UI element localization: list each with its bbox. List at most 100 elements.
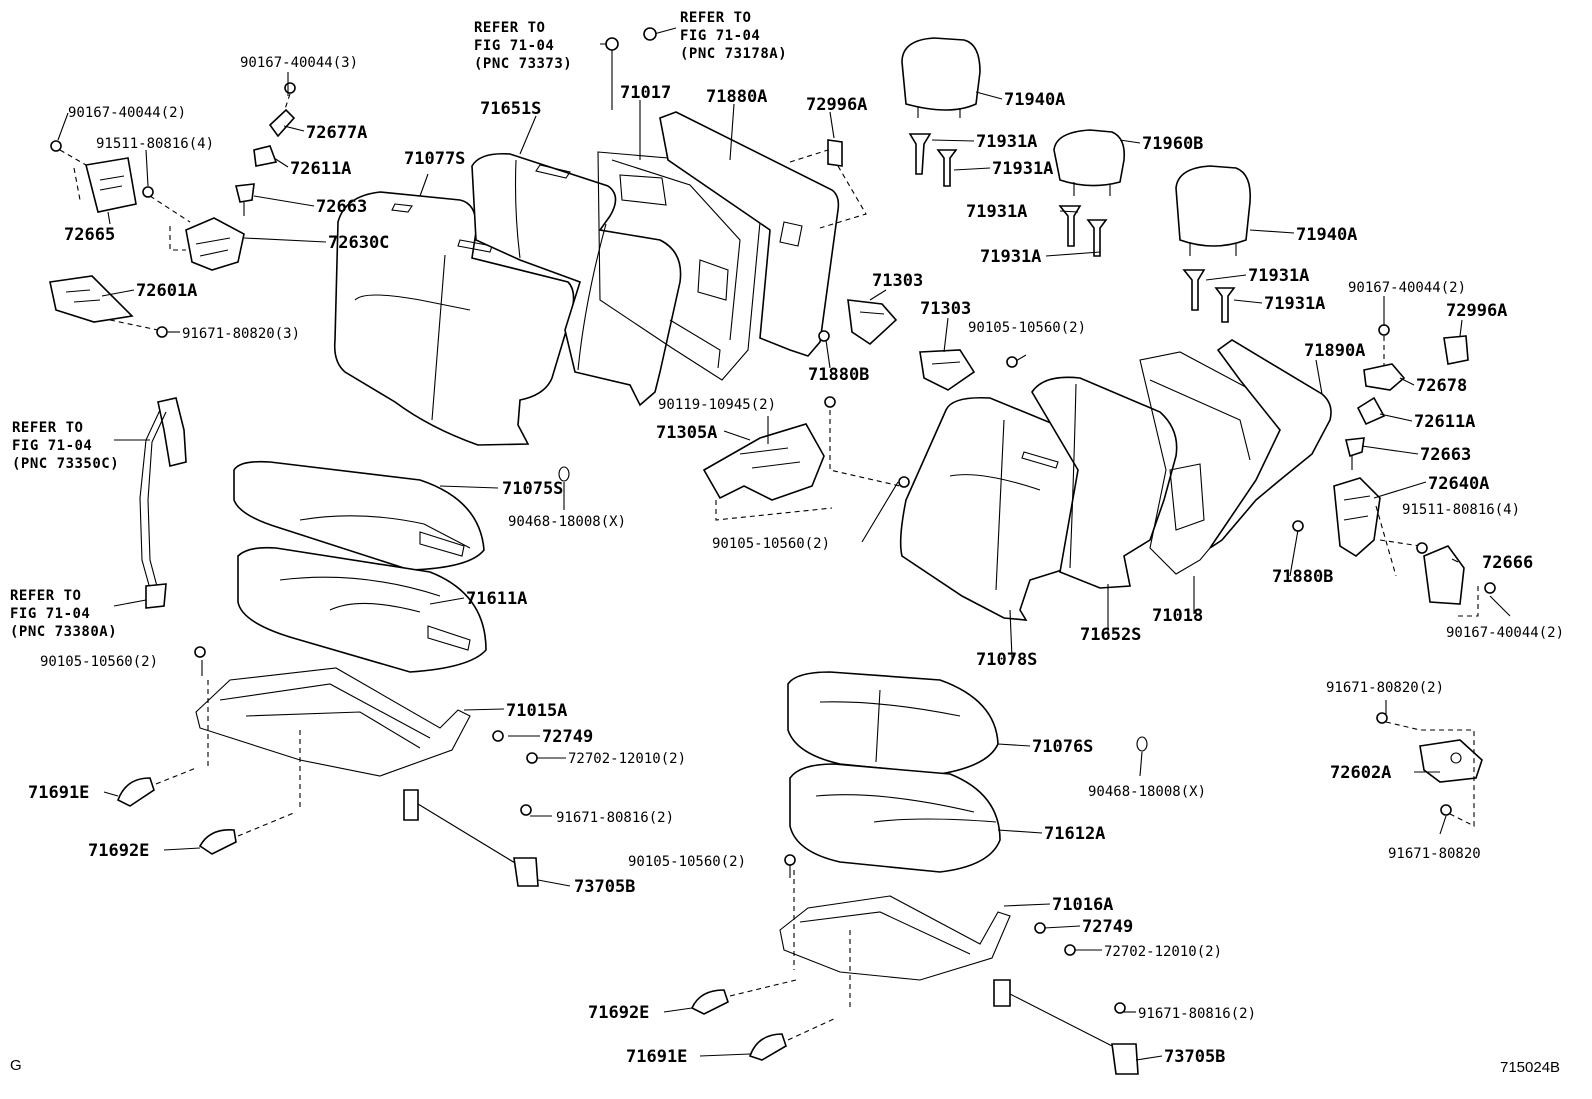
- headrest-guides-71931a[interactable]: [908, 133, 1236, 323]
- part-label[interactable]: 71931A: [980, 247, 1041, 267]
- part-label[interactable]: 71692E: [588, 1003, 649, 1023]
- cushion-bracket-73705b-right[interactable]: [993, 979, 1139, 1075]
- part-label[interactable]: 72678: [1416, 376, 1467, 396]
- headrest-71940a-right[interactable]: [1175, 165, 1252, 256]
- part-label[interactable]: 91671-80820: [1388, 846, 1481, 862]
- part-label[interactable]: 72749: [1082, 917, 1133, 937]
- hinge-71303-a[interactable]: [847, 299, 898, 346]
- seat-back-board-71890a[interactable]: [1209, 339, 1332, 549]
- part-label[interactable]: 90468-18008(X): [1088, 784, 1206, 800]
- part-label[interactable]: 71075S: [502, 479, 563, 499]
- part-label[interactable]: 90167-40044(2): [68, 105, 186, 121]
- part-label[interactable]: 72663: [316, 197, 367, 217]
- part-label[interactable]: 90105-10560(2): [712, 536, 830, 552]
- part-label[interactable]: 71652S: [1080, 625, 1141, 645]
- seat-cushion-pad-71611a[interactable]: [237, 546, 487, 673]
- part-label[interactable]: 72665: [64, 225, 115, 245]
- part-label[interactable]: 91671-80820(3): [182, 326, 300, 342]
- part-label[interactable]: 72666: [1482, 553, 1533, 573]
- cover-72611a-left[interactable]: [253, 145, 278, 167]
- clip-72996a-right[interactable]: [1443, 335, 1469, 365]
- part-label[interactable]: 72677A: [306, 123, 367, 143]
- part-label[interactable]: 71692E: [88, 841, 149, 861]
- part-label[interactable]: 71691E: [626, 1047, 687, 1067]
- part-label[interactable]: 71076S: [1032, 737, 1093, 757]
- hinge-71303-b[interactable]: [919, 349, 976, 391]
- seat-cushion-pad-71612a[interactable]: [789, 763, 1001, 873]
- hinge-72630c[interactable]: [142, 186, 245, 271]
- part-label[interactable]: 71612A: [1044, 824, 1105, 844]
- hook-71692e-left[interactable]: [198, 811, 297, 855]
- cushion-bracket-73705b-left[interactable]: [403, 789, 539, 887]
- knob-72663-left[interactable]: [235, 183, 255, 216]
- part-label[interactable]: 90167-40044(2): [1446, 625, 1564, 641]
- headrest-71940a-left[interactable]: [901, 37, 981, 118]
- bracket-72602a[interactable]: [1376, 712, 1483, 827]
- part-label[interactable]: 71691E: [28, 783, 89, 803]
- part-label[interactable]: 71931A: [1264, 294, 1325, 314]
- part-label[interactable]: 72630C: [328, 233, 389, 253]
- part-label[interactable]: 71651S: [480, 99, 541, 119]
- part-label[interactable]: 71880A: [706, 87, 767, 107]
- seat-back-pad-71651s[interactable]: [471, 152, 682, 407]
- part-label[interactable]: 90105-10560(2): [968, 320, 1086, 336]
- part-label[interactable]: 71880B: [808, 365, 869, 385]
- reference-fig-71-04-pnc-73350c[interactable]: REFER TO FIG 71-04 (PNC 73350C): [12, 420, 119, 472]
- part-label[interactable]: 71015A: [506, 701, 567, 721]
- bracket-72601a[interactable]: [49, 275, 168, 338]
- part-label[interactable]: 71611A: [466, 589, 527, 609]
- reference-fig-71-04-pnc-73380a[interactable]: REFER TO FIG 71-04 (PNC 73380A): [10, 588, 117, 640]
- knob-72663-right[interactable]: [1345, 437, 1365, 470]
- headrest-71960b[interactable]: [1053, 129, 1126, 196]
- part-label[interactable]: 91511-80816(4): [96, 136, 214, 152]
- part-label[interactable]: 72996A: [806, 95, 867, 115]
- part-label[interactable]: 73705B: [1164, 1047, 1225, 1067]
- part-label[interactable]: 71017: [620, 83, 671, 103]
- part-label[interactable]: 72996A: [1446, 301, 1507, 321]
- part-label[interactable]: 73705B: [574, 877, 635, 897]
- seat-cushion-cover-71076s[interactable]: [787, 671, 999, 775]
- hook-71691e-left[interactable]: [117, 767, 197, 807]
- seat-cushion-cover-71075s[interactable]: [233, 460, 485, 571]
- cover-72611a-right[interactable]: [1356, 396, 1386, 426]
- seat-back-cover-71077s[interactable]: [333, 191, 575, 446]
- part-label[interactable]: 71960B: [1142, 134, 1203, 154]
- part-label[interactable]: 91511-80816(4): [1402, 502, 1520, 518]
- part-label[interactable]: 72601A: [136, 281, 197, 301]
- plate-72678[interactable]: [1363, 324, 1406, 391]
- part-label[interactable]: 71077S: [404, 149, 465, 169]
- part-label[interactable]: 91671-80816(2): [1138, 1006, 1256, 1022]
- part-label[interactable]: 71931A: [992, 159, 1053, 179]
- part-label[interactable]: 90167-40044(2): [1348, 280, 1466, 296]
- hook-71692e-right[interactable]: [690, 979, 797, 1015]
- hinge-72640a[interactable]: [1333, 477, 1428, 577]
- part-label[interactable]: 71940A: [1296, 225, 1357, 245]
- cover-72665[interactable]: [50, 140, 137, 213]
- part-label[interactable]: 91671-80816(2): [556, 810, 674, 826]
- part-label[interactable]: 72663: [1420, 445, 1471, 465]
- part-label[interactable]: 90105-10560(2): [628, 854, 746, 870]
- part-label[interactable]: 90119-10945(2): [658, 397, 776, 413]
- part-label[interactable]: 71018: [1152, 606, 1203, 626]
- part-label[interactable]: 72702-12010(2): [1104, 944, 1222, 960]
- part-label[interactable]: 72640A: [1428, 474, 1489, 494]
- reference-fig-71-04-pnc-73178a[interactable]: REFER TO FIG 71-04 (PNC 73178A): [680, 10, 787, 62]
- hook-71691e-right[interactable]: [748, 1017, 837, 1061]
- part-label[interactable]: 71931A: [1248, 266, 1309, 286]
- part-label[interactable]: 71890A: [1304, 341, 1365, 361]
- part-label[interactable]: 91671-80820(2): [1326, 680, 1444, 696]
- part-label[interactable]: 71880B: [1272, 567, 1333, 587]
- seat-belt-73350c[interactable]: [139, 397, 187, 609]
- seat-back-pad-71652s[interactable]: [1031, 376, 1178, 589]
- part-label[interactable]: 71303: [920, 299, 971, 319]
- part-label[interactable]: 71305A: [656, 423, 717, 443]
- part-label[interactable]: 71078S: [976, 650, 1037, 670]
- part-label[interactable]: 71016A: [1052, 895, 1113, 915]
- part-label[interactable]: 72702-12010(2): [568, 751, 686, 767]
- part-label[interactable]: 72749: [542, 727, 593, 747]
- part-label[interactable]: 72611A: [1414, 412, 1475, 432]
- seat-cushion-frame-71015a[interactable]: [195, 667, 471, 808]
- hinge-bracket-71305a[interactable]: [702, 396, 901, 521]
- reference-fig-71-04-pnc-73373[interactable]: REFER TO FIG 71-04 (PNC 73373): [474, 20, 572, 72]
- part-label[interactable]: 90468-18008(X): [508, 514, 626, 530]
